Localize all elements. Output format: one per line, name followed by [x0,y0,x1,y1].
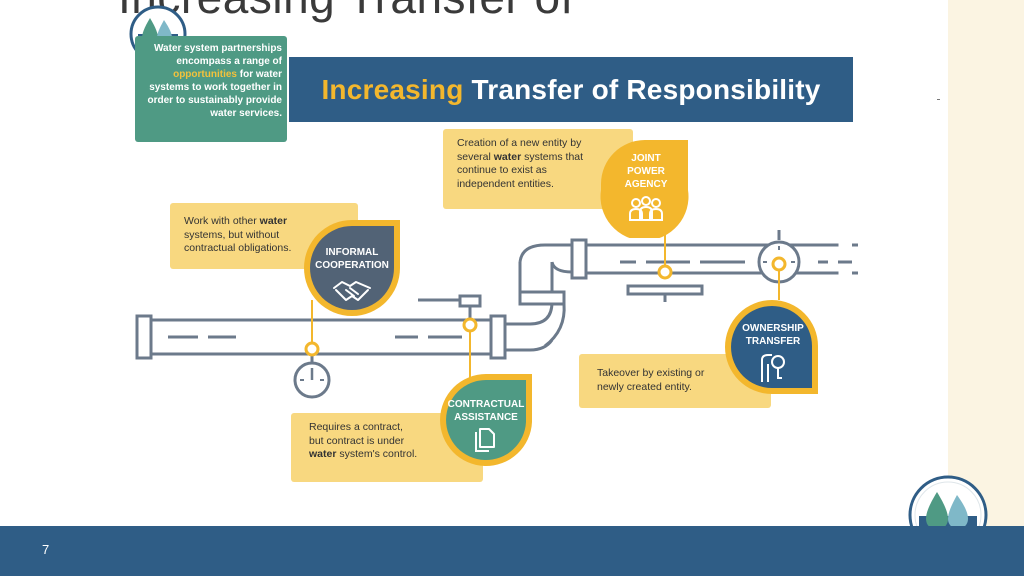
footer-bar [0,526,1024,576]
callout-ownership-transfer: Takeover by existing or newly created en… [579,354,771,408]
callout-text: Work with other water systems, but witho… [184,215,292,254]
intro-panel [135,36,287,142]
informal-cooperation-badge [304,220,400,316]
handshake-icon [333,281,371,301]
page-number: 7 [42,542,50,557]
callout-joint-power-agency: Creation of a new entity by several wate… [443,129,633,209]
intro-text: Water system partnerships encompass a ra… [147,43,282,119]
title-banner [289,57,853,122]
slide-title-cutoff: Increasing Transfer of [118,0,574,24]
right-decor-strip [948,0,1024,526]
contractual-assistance-badge [440,374,532,466]
diagram-title: Increasing Transfer of Responsibility [289,57,853,122]
joint-power-agency-badge [600,140,689,238]
title-accent: Increasing [321,73,464,105]
document-icon [475,428,495,452]
callout-text: Creation of a new entity by several wate… [457,137,584,190]
person-key-icon [761,354,785,382]
people-group-icon [629,196,663,221]
callout-text: Requires a contract, but contract is und… [309,421,418,460]
callout-text: Takeover by existing or newly created en… [597,367,705,393]
ownership-transfer-badge [725,300,818,394]
title-rest: Transfer of Responsibility [471,73,821,105]
tick-mark [937,99,940,100]
